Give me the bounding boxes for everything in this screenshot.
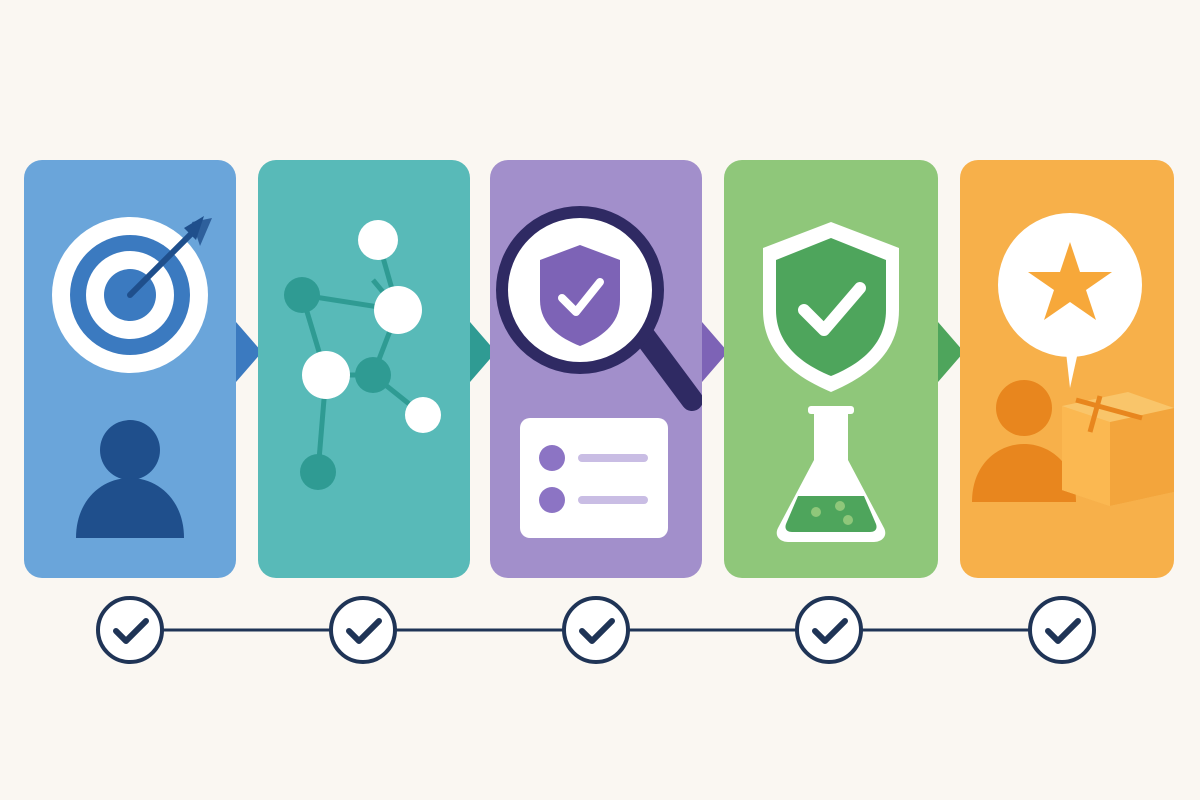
checklist-icon <box>520 418 668 538</box>
stage-1-panel <box>24 160 236 578</box>
package-icon <box>1062 392 1174 506</box>
stage-5-panel <box>960 160 1174 578</box>
checkpoint-2-check-icon <box>329 596 397 664</box>
stage-3-panel <box>490 160 702 578</box>
flask-icon <box>776 406 886 542</box>
stage-4-connector-arrow <box>938 322 964 382</box>
checkpoint-1-check-icon <box>96 596 164 664</box>
progress-timeline <box>96 596 1096 664</box>
person-icon <box>76 420 184 538</box>
shield-check-icon <box>540 245 620 346</box>
shield-check-icon <box>763 222 899 392</box>
checkpoint-3-check-icon <box>562 596 630 664</box>
stage-2-panel <box>258 160 470 578</box>
network-graph-icon <box>284 220 441 490</box>
stage-4-panel <box>724 160 938 578</box>
person-icon <box>972 380 1076 502</box>
checkpoint-5-check-icon <box>1028 596 1096 664</box>
star-bubble-icon <box>998 213 1142 388</box>
stage-3-connector-arrow <box>702 322 728 382</box>
stage-1-connector-arrow <box>236 322 262 382</box>
arrow-icon <box>127 216 212 298</box>
checkpoint-4-check-icon <box>795 596 863 664</box>
